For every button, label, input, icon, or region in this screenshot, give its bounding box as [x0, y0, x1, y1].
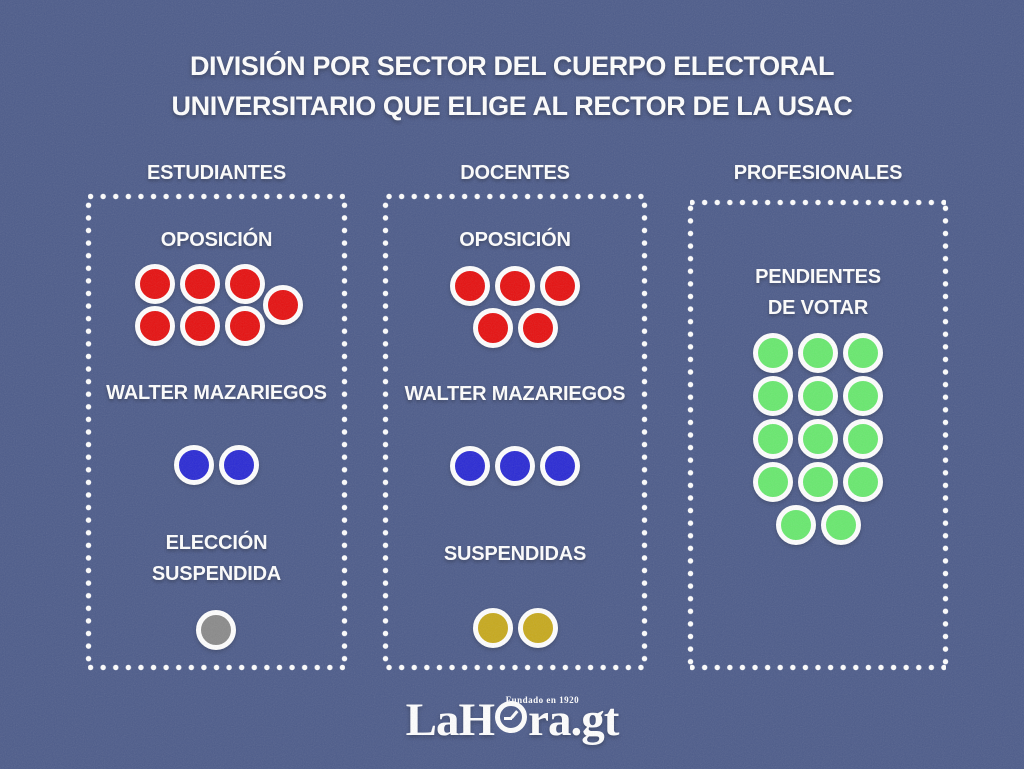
section-label-estudiantes-walter-mazariegos: WALTER MAZARIEGOS: [106, 382, 327, 404]
blue-vote-dot: [173, 445, 214, 485]
section-estudiantes-walter-mazariegos: WALTER MAZARIEGOS: [106, 378, 327, 485]
column-header-docentes: DOCENTES: [460, 162, 570, 184]
section-label-docentes-suspendidas: SUSPENDIDAS: [443, 543, 587, 565]
dot-group-docentes-suspendidas: [444, 608, 586, 648]
dot-row: [448, 266, 583, 306]
dot-row: [751, 333, 886, 373]
blue-vote-dot: [539, 446, 580, 486]
yellow-vote-dot: [472, 608, 513, 648]
section-label-docentes-oposicion: OPOSICIÓN: [459, 229, 571, 251]
dot-group-estudiantes-eleccion-suspendida: [152, 610, 281, 650]
red-vote-dot: [450, 266, 490, 306]
page-title: DIVISIÓN POR SECTOR DEL CUERPO ELECTORAL…: [171, 51, 853, 121]
dot-row: [751, 462, 886, 502]
green-vote-dot: [753, 462, 793, 502]
sector-box-profesionales: PENDIENTES DE VOTAR: [686, 198, 950, 672]
gray-vote-dot: [196, 610, 237, 650]
clock-icon: [495, 701, 528, 733]
green-vote-dot: [820, 505, 861, 545]
section-profesionales-pendientes-de-votar: PENDIENTES DE VOTAR: [751, 262, 886, 545]
red-vote-dot: [495, 266, 535, 306]
green-vote-dot: [753, 376, 793, 416]
sector-box-estudiantes: OPOSICIÓN WALTER MAZARIEGOS ELECCIÓN SUSPE…: [84, 192, 349, 672]
dot-row: [470, 608, 560, 648]
red-vote-dot: [517, 308, 558, 348]
sector-box-docentes: OPOSICIÓN WALTER MAZARIEGOS SUSPENDIDAS: [381, 192, 649, 672]
dot-group-estudiantes-oposicion: [134, 264, 303, 346]
green-vote-dot: [775, 505, 816, 545]
dot-row: [751, 419, 886, 459]
dot-row: [194, 610, 239, 650]
section-label-profesionales-pendientes-de-votar: PENDIENTES DE VOTAR: [755, 266, 881, 319]
red-vote-dot: [262, 285, 303, 325]
red-vote-dot: [224, 264, 265, 304]
green-vote-dot: [843, 376, 883, 416]
section-docentes-suspendidas: SUSPENDIDAS: [444, 539, 586, 648]
red-vote-dot: [540, 266, 580, 306]
blue-vote-dot: [494, 446, 535, 486]
green-vote-dot: [798, 376, 838, 416]
dot-group-profesionales-pendientes-de-votar: [751, 333, 886, 545]
section-label-docentes-walter-mazariegos: WALTER MAZARIEGOS: [404, 383, 626, 405]
dot-row: [132, 306, 267, 346]
dot-group-docentes-oposicion: [448, 266, 583, 348]
green-vote-dot: [798, 333, 838, 373]
red-vote-dot: [179, 306, 220, 346]
column-header-estudiantes: ESTUDIANTES: [147, 162, 286, 184]
red-vote-dot: [134, 306, 175, 346]
column-header-profesionales: PROFESIONALES: [733, 162, 903, 184]
red-vote-dot: [134, 264, 175, 304]
dot-row: [773, 505, 863, 545]
blue-vote-dot: [218, 445, 259, 485]
red-vote-dot: [179, 264, 220, 304]
green-vote-dot: [753, 419, 793, 459]
green-vote-dot: [798, 462, 838, 502]
green-vote-dot: [843, 333, 883, 373]
dot-row: [447, 446, 582, 486]
section-estudiantes-oposicion: OPOSICIÓN: [134, 225, 303, 346]
dot-row: [171, 445, 261, 485]
dot-row: [751, 376, 886, 416]
dot-row: [132, 264, 267, 304]
red-vote-dot: [224, 306, 265, 346]
logo-text-part1: LaH: [405, 694, 495, 746]
section-docentes-walter-mazariegos: WALTER MAZARIEGOS: [405, 379, 626, 486]
section-docentes-oposicion: OPOSICIÓN: [448, 225, 583, 348]
blue-vote-dot: [449, 446, 490, 486]
section-label-estudiantes-oposicion: OPOSICIÓN: [160, 229, 273, 251]
dot-group-estudiantes-walter-mazariegos: [106, 445, 327, 485]
green-vote-dot: [843, 419, 883, 459]
section-label-estudiantes-eleccion-suspendida: ELECCIÓN SUSPENDIDA: [151, 532, 282, 585]
yellow-vote-dot: [517, 608, 558, 648]
green-vote-dot: [798, 419, 838, 459]
dot-row: [470, 308, 560, 348]
green-vote-dot: [753, 333, 793, 373]
section-estudiantes-eleccion-suspendida: ELECCIÓN SUSPENDIDA: [152, 528, 281, 650]
dot-group-docentes-walter-mazariegos: [405, 446, 626, 486]
green-vote-dot: [843, 462, 883, 502]
red-vote-dot: [472, 308, 513, 348]
